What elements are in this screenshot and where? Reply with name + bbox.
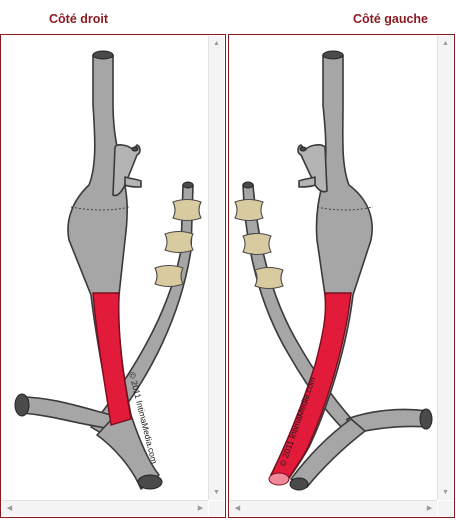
branch-end	[299, 146, 307, 152]
vertebral-artery-end	[242, 181, 254, 189]
scroll-left-icon[interactable]: ◀	[234, 505, 241, 512]
scroll-up-icon[interactable]: ▲	[442, 40, 449, 47]
external-carotid-twig	[298, 176, 316, 188]
vertebral-artery-end	[182, 181, 194, 189]
scroll-down-icon[interactable]: ▼	[213, 489, 220, 496]
scroll-up-icon[interactable]: ▲	[213, 40, 220, 47]
vertebra-3	[254, 266, 284, 290]
branch-end	[131, 146, 139, 152]
right-side-label: Côté droit	[49, 12, 109, 26]
right-carotid-illustration: © 2011 IntimaMedia.com	[14, 50, 202, 490]
red-segment-end	[268, 472, 290, 486]
carotid-top-end	[322, 50, 344, 60]
scroll-right-icon[interactable]: ▶	[426, 505, 433, 512]
subclavian-artery	[20, 396, 114, 430]
horizontal-scrollbar[interactable]: ◀ ▶	[230, 500, 437, 516]
external-carotid-twig	[124, 176, 142, 188]
left-side-label: Côté gauche	[353, 12, 429, 26]
subclavian-artery-end	[14, 393, 30, 417]
vertebra-1	[234, 198, 264, 222]
scroll-down-icon[interactable]: ▼	[442, 489, 449, 496]
carotid-top-end	[92, 50, 114, 60]
scrollbar-corner	[209, 501, 224, 516]
external-carotid-branch	[112, 144, 141, 197]
left-carotid-illustration: © 2011 IntimaMedia.com	[234, 50, 433, 491]
vertical-scrollbar[interactable]: ▲ ▼	[208, 36, 224, 500]
carotid-bottom-end	[137, 474, 163, 490]
scroll-right-icon[interactable]: ▶	[197, 505, 204, 512]
vertebra-2	[164, 230, 194, 254]
bifurcation-line	[316, 206, 374, 211]
highlighted-stenosis-segment	[92, 292, 132, 426]
external-carotid-branch	[297, 144, 328, 193]
trunk-end	[289, 477, 309, 491]
scroll-left-icon[interactable]: ◀	[6, 505, 13, 512]
vertebra-1	[172, 198, 202, 222]
bifurcation-line	[70, 206, 130, 211]
right-side-panel: © 2011 IntimaMedia.com ▲ ▼ ◀ ▶	[0, 34, 226, 518]
subclavian-artery-end	[419, 408, 433, 430]
horizontal-scrollbar[interactable]: ◀ ▶	[2, 500, 208, 516]
scrollbar-corner	[438, 501, 453, 516]
vertebra-3	[154, 264, 184, 288]
left-side-panel: © 2011 IntimaMedia.com ▲ ▼ ◀ ▶	[228, 34, 455, 518]
vertebra-2	[242, 232, 272, 256]
vertical-scrollbar[interactable]: ▲ ▼	[437, 36, 453, 500]
